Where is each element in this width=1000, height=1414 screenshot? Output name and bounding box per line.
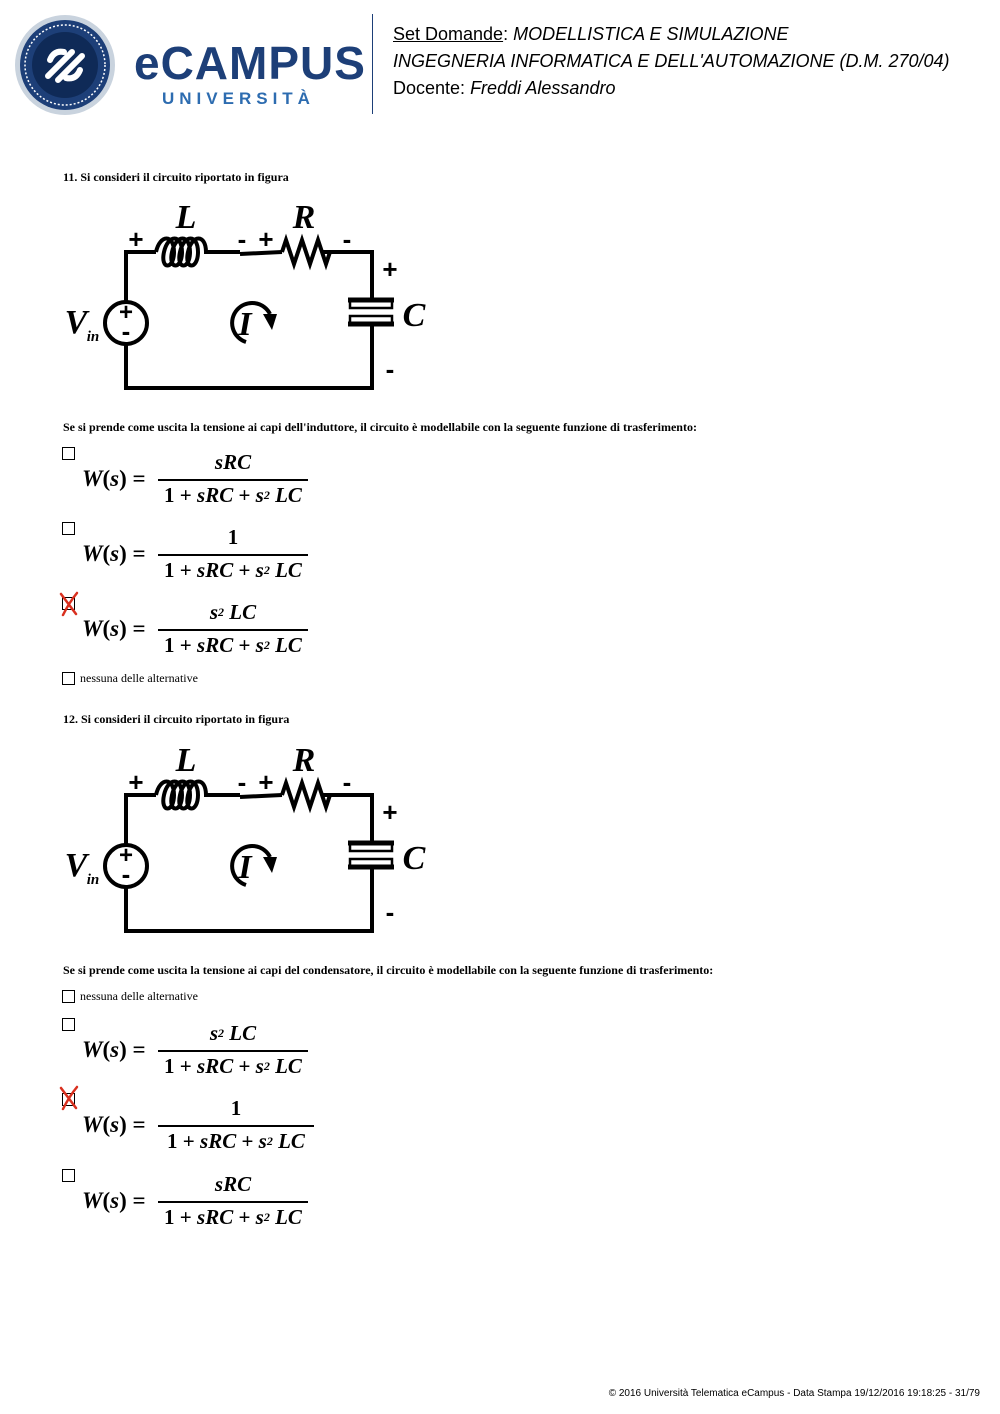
formula-lhs: W(s) = [82,466,146,491]
q12-label-r: R [292,743,316,779]
formula-lhs: W(s) = [82,541,146,566]
q11-label-i: I [237,306,253,343]
q11-option-3-check-mark [59,591,79,617]
header-docente-line: Docente: Freddi Alessandro [393,79,615,97]
q11-label-minus-c: - [386,354,395,384]
q11-title: 11. Si consideri il circuito riportato i… [63,170,289,184]
header-divider [372,14,373,114]
q12-label-plus-c: + [382,797,397,827]
q12-circuit-diagram: + - + L - + R - + C - V in I [65,743,426,933]
q12-option-4-checkbox[interactable] [62,1169,75,1182]
q12-option-1-checkbox[interactable] [62,990,75,1003]
formula-denominator: 1 + sRC + s2 LC [164,1054,302,1078]
fraction-bar [158,554,308,556]
q12-label-minus-r: - [343,767,352,797]
formula-lhs: W(s) = [82,1188,146,1213]
q11-label-v: V [65,304,90,341]
q11-label-plus-r: + [258,224,273,254]
q12-label-plus-r: + [258,767,273,797]
q11-label-minus-r: - [343,224,352,254]
q12-label-in: in [87,872,100,888]
formula-numerator: s2 LC [209,600,257,624]
q11-label-plus-l: + [128,224,143,254]
course-name: MODELLISTICA E SIMULAZIONE [513,24,789,44]
q11-option-2-checkbox[interactable] [62,522,75,535]
formula-numerator: sRC [214,1172,252,1196]
q11-circuit-diagram: + - + L - + R - + C - V in I [65,200,426,390]
q11-option-4-label: nessuna delle alternative [80,671,198,685]
q11-label-plus-c: + [382,254,397,284]
q11-label-minus-l: - [238,224,247,254]
set-separator: : [503,24,509,44]
formula-numerator: s2 LC [209,1021,257,1045]
formula-numerator: 1 [227,525,239,549]
formula-lhs: W(s) = [82,1037,146,1062]
header-degree-line: INGEGNERIA INFORMATICA E DELL'AUTOMAZION… [393,52,950,70]
q12-option-1-label: nessuna delle alternative [80,989,198,1003]
q12-option-2-checkbox[interactable] [62,1018,75,1031]
ecampus-wordmark: eCAMPUS [134,37,366,89]
q11-label-in: in [87,329,100,345]
formula-lhs: W(s) = [82,1112,146,1137]
q12-label-l: L [175,743,197,779]
fraction-bar [158,1201,308,1203]
q12-label-plus-l: + [128,767,143,797]
fraction-bar [158,1050,308,1052]
ecampus-seal-logo [15,15,115,115]
degree-name: INGEGNERIA INFORMATICA E DELL'AUTOMAZION… [393,51,950,71]
set-domande-label: Set Domande [393,24,504,44]
formula-denominator: 1 + sRC + s2 LC [164,558,302,582]
fraction-bar [158,479,308,481]
page-footer: © 2016 Università Telematica eCampus - D… [608,1388,980,1399]
fraction-bar [158,629,308,631]
q12-label-i: I [237,849,253,886]
q11-label-plus-vs: + [119,299,133,326]
formula-denominator: 1 + sRC + s2 LC [164,483,302,507]
q12-option-3-check-mark [59,1085,79,1111]
q12-label-c: C [403,840,426,877]
formula-denominator: 1 + sRC + s2 LC [164,633,302,657]
formula-lhs: W(s) = [82,616,146,641]
formula-numerator: 1 [230,1096,242,1120]
q12-label-minus-vs: - [122,859,131,889]
formula-denominator: 1 + sRC + s2 LC [167,1129,305,1153]
q12-label-minus-l: - [238,767,247,797]
q11-label-minus-vs: - [122,316,131,346]
q12-question-text: Se si prende come uscita la tensione ai … [63,963,714,977]
q11-label-l: L [175,200,197,236]
q12-title: 12. Si consideri il circuito riportato i… [63,712,290,726]
universita-wordmark: UNIVERSITÀ [162,89,315,108]
q12-label-v: V [65,847,90,884]
docente-name: Freddi Alessandro [470,78,616,98]
q11-question-text: Se si prende come uscita la tensione ai … [63,420,697,434]
q11-label-r: R [292,200,316,236]
q11-option-4-checkbox[interactable] [62,672,75,685]
header-course-line: Set Domande: MODELLISTICA E SIMULAZIONE [393,25,789,43]
fraction-bar [158,1125,314,1127]
formula-denominator: 1 + sRC + s2 LC [164,1205,302,1229]
q12-label-minus-c: - [386,897,395,927]
q12-label-plus-vs: + [119,842,133,869]
q11-option-1-checkbox[interactable] [62,447,75,460]
docente-label: Docente: [393,78,466,98]
formula-numerator: sRC [214,450,252,474]
q11-label-c: C [403,297,426,334]
